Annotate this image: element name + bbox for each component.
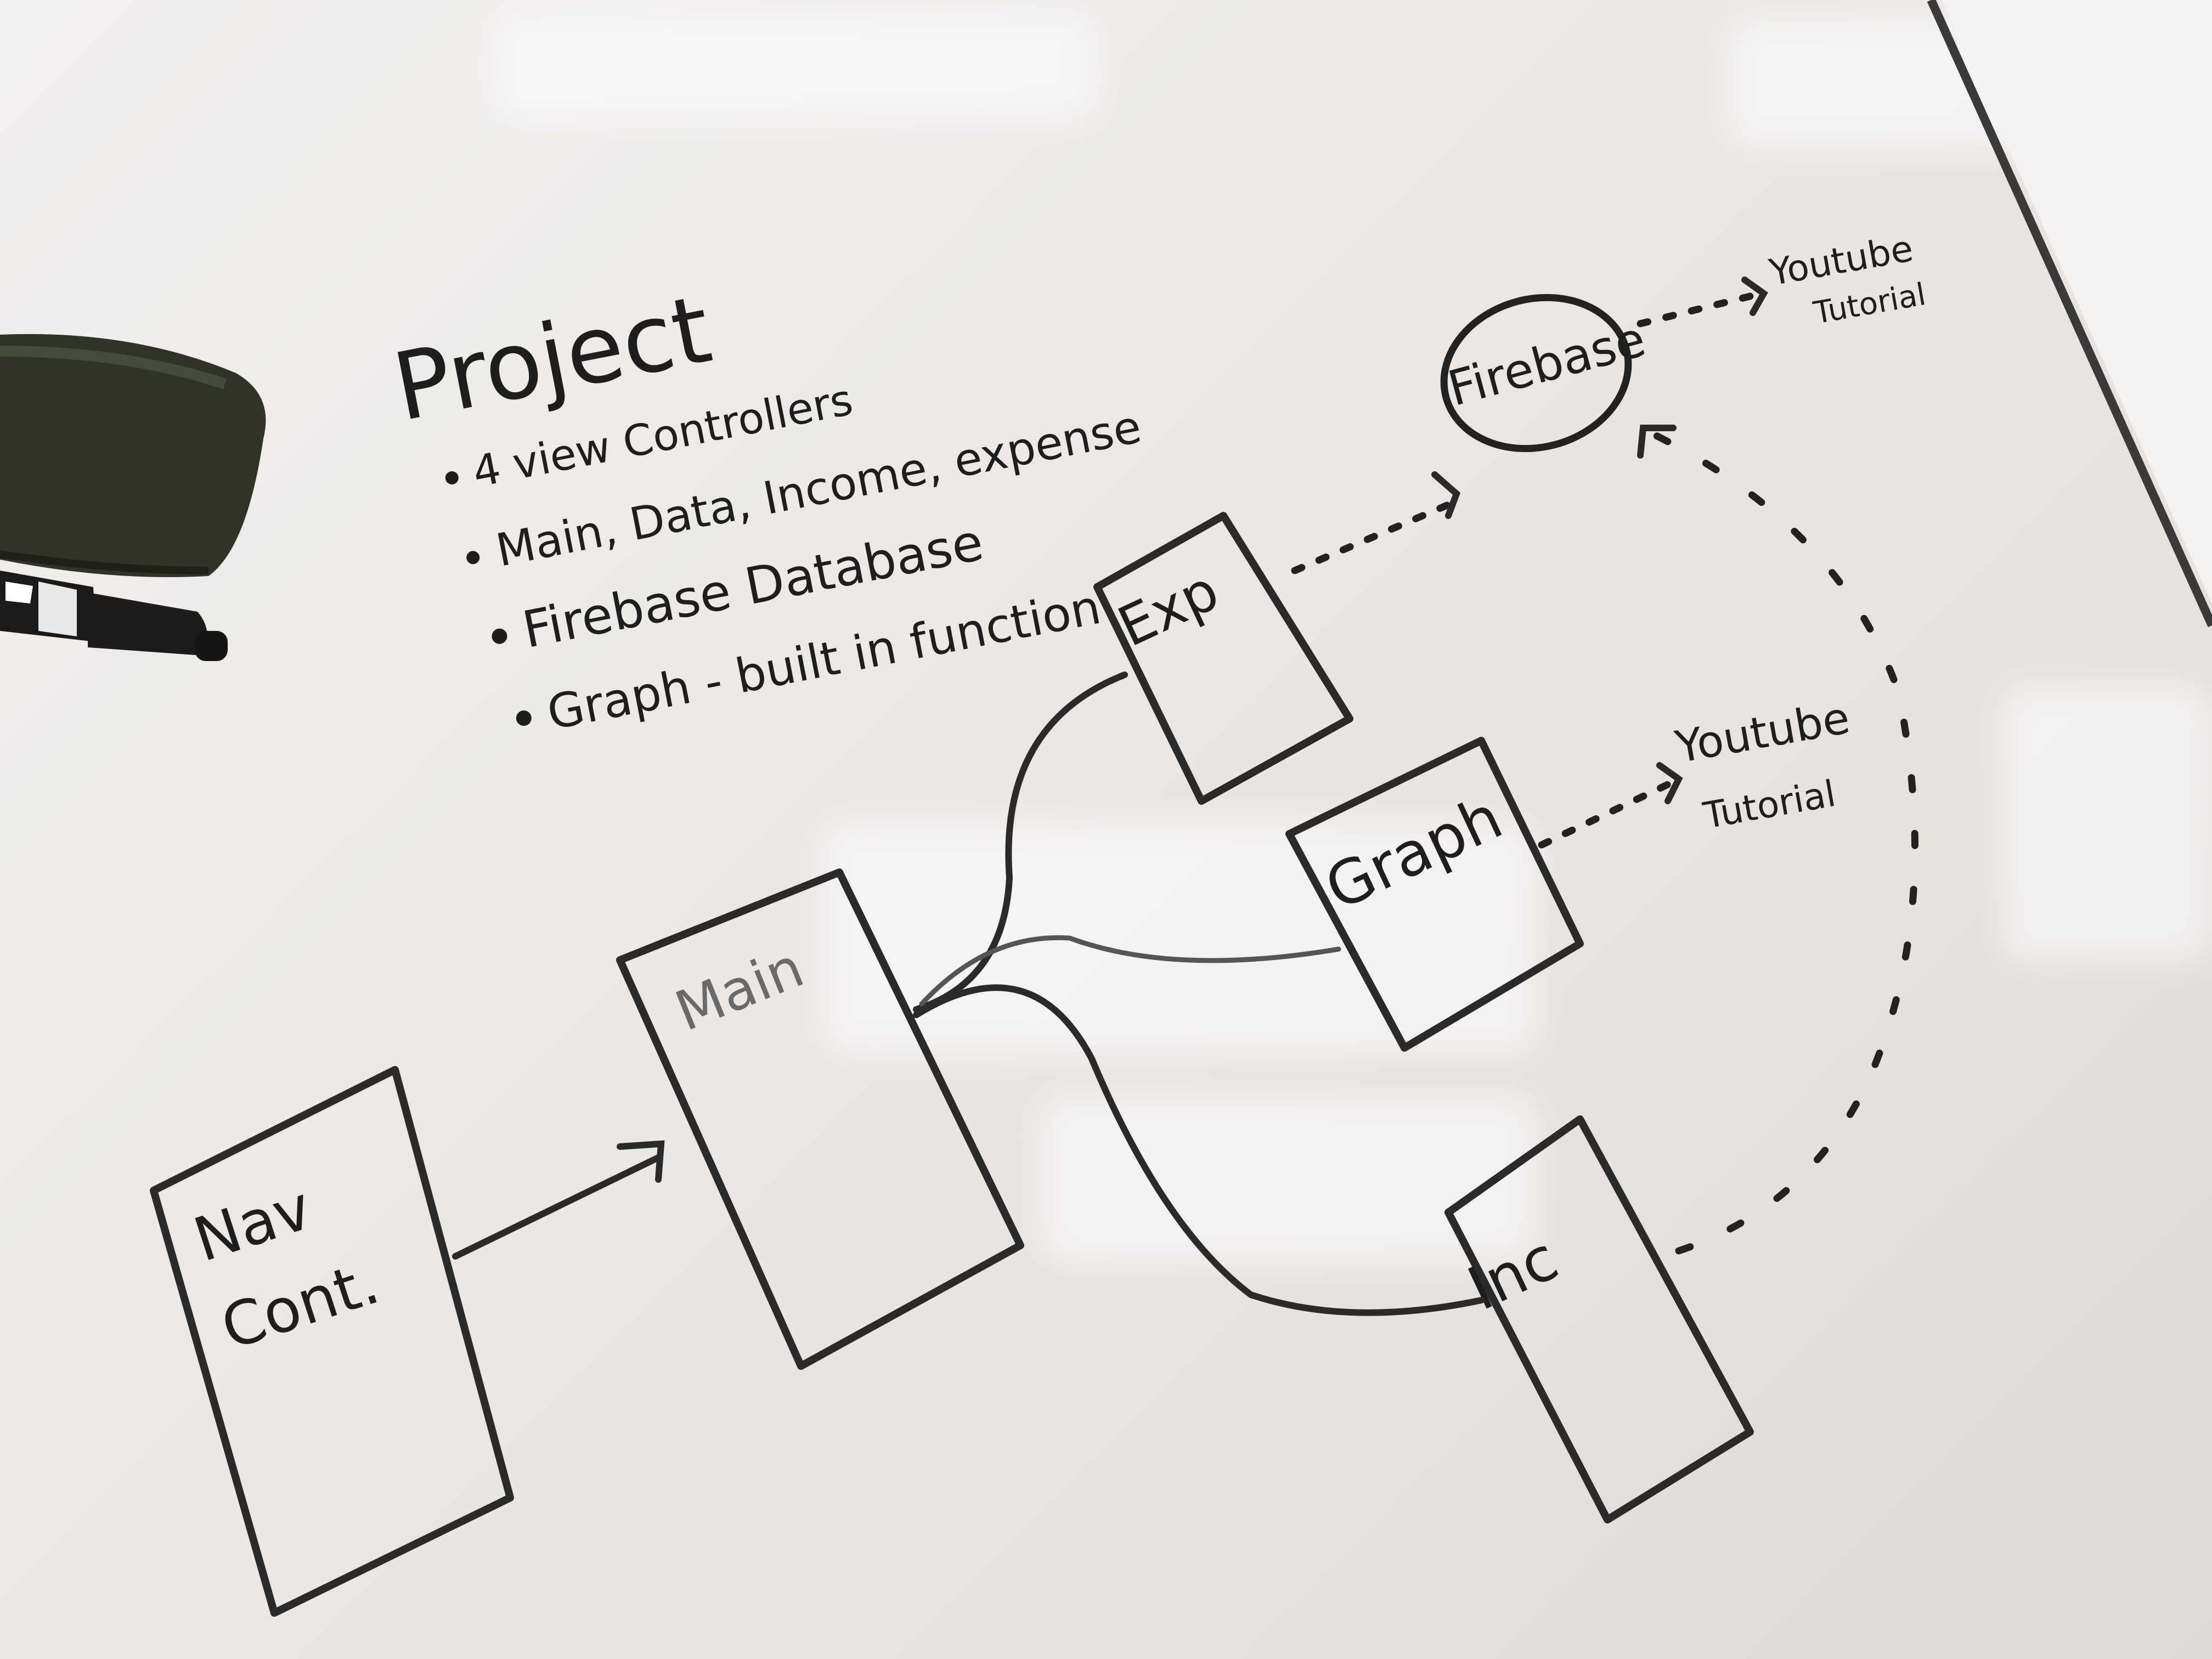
- wall-area: [1942, 0, 2212, 603]
- line-main-to-inc: [913, 984, 1485, 1316]
- nav-controller-box: Nav Cont.: [150, 1066, 514, 1617]
- dotted-inc-to-firebase: [1637, 424, 1918, 1255]
- glare-right-mid: [2002, 686, 2211, 960]
- marker-icon: [0, 571, 228, 661]
- nav-label-line1: Nav: [185, 1172, 319, 1276]
- arrowhead-main: [617, 1140, 665, 1183]
- arrowhead-graph-tutorial: [1656, 762, 1683, 804]
- bullet-dot-2: [466, 551, 480, 565]
- inc-label: Inc: [1458, 1223, 1568, 1324]
- arrow-nav-to-main: [452, 1154, 662, 1260]
- firebase-node: Firebase: [1440, 294, 1651, 453]
- bullet-dot-4: [516, 710, 532, 726]
- bullet-dot-1: [445, 471, 459, 484]
- dotted-firebase-to-tutorial: [1637, 292, 1754, 328]
- board-frame: [1927, 0, 2212, 628]
- main-box: Main: [616, 868, 1024, 1370]
- line-main-to-exp: [913, 672, 1128, 1013]
- dotted-graph-to-tutorial: [1538, 781, 1672, 849]
- graph-box: Graph: [1285, 737, 1584, 1052]
- graph-tutorial-line1: Youtube: [1671, 692, 1853, 773]
- dotted-exp-to-firebase: [1291, 501, 1452, 574]
- firebase-tutorial-note: Youtube Tutorial: [1765, 227, 1928, 331]
- glare-middle: [823, 823, 1536, 1053]
- arrowhead-inc-firebase: [1637, 425, 1677, 459]
- main-label: Main: [667, 935, 812, 1043]
- exp-box: Exp: [1093, 512, 1353, 805]
- line-main-to-graph: [919, 935, 1341, 1007]
- graph-tutorial-line2: Tutorial: [1700, 772, 1838, 837]
- bullet-dot-3: [492, 628, 507, 644]
- arrowhead-firebase: [1431, 471, 1461, 519]
- glare-top: [494, 11, 1097, 121]
- graph-tutorial-note: Youtube Tutorial: [1671, 692, 1853, 837]
- eraser-icon: [0, 334, 266, 577]
- inc-box: Inc: [1444, 1115, 1754, 1523]
- firebase-tutorial-line2: Tutorial: [1810, 276, 1928, 331]
- arrowhead-firebase-tutorial: [1741, 276, 1768, 316]
